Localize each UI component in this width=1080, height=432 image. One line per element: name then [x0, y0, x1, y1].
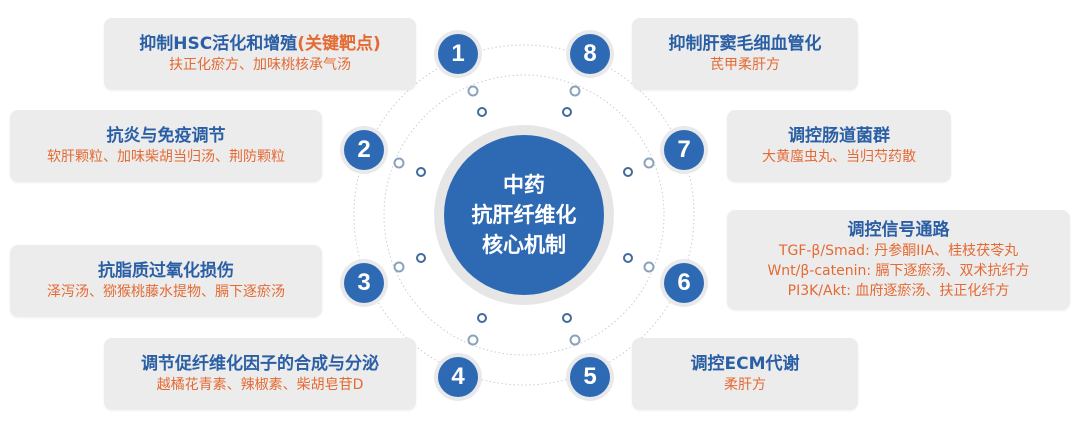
mechanism-card-7: 调控肠道菌群 大黄䗪虫丸、当归芍药散	[727, 110, 951, 182]
center-line-2: 抗肝纤维化	[471, 203, 577, 227]
mechanism-herbs: 软肝颗粒、加味柴胡当归汤、荆防颗粒	[47, 149, 285, 165]
badge-2: 2	[340, 126, 388, 174]
mechanism-card-1: 抑制HSC活化和增殖(关键靶点) 扶正化瘀方、加味桃核承气汤	[104, 18, 416, 90]
badge-number: 4	[438, 357, 478, 397]
mechanism-title: 调控ECM代谢	[690, 354, 800, 374]
badge-number: 3	[344, 263, 384, 303]
mechanism-herbs-wnt: Wnt/β-catenin: 膈下逐瘀汤、双术抗纤方	[767, 263, 1030, 279]
badge-4: 4	[434, 353, 482, 401]
inner-orbit	[383, 74, 665, 356]
center-line-1: 中药	[503, 173, 545, 197]
badge-3: 3	[340, 259, 388, 307]
mechanism-card-2: 抗炎与免疫调节 软肝颗粒、加味柴胡当归汤、荆防颗粒	[10, 110, 322, 182]
inner-ring-dots	[416, 107, 633, 323]
mechanism-herbs: 柔肝方	[724, 377, 766, 393]
mechanism-card-3: 抗脂质过氧化损伤 泽泻汤、猕猴桃藤水提物、膈下逐瘀汤	[10, 245, 322, 317]
mechanism-herbs: 芪甲柔肝方	[710, 57, 780, 73]
mechanism-title: 抑制HSC活化和增殖(关键靶点)	[139, 33, 381, 55]
badge-7: 7	[660, 126, 708, 174]
mechanism-card-8: 抑制肝窦毛细血管化 芪甲柔肝方	[632, 18, 858, 90]
mechanism-card-5: 调控ECM代谢 柔肝方	[632, 338, 858, 410]
center-line-3: 核心机制	[482, 233, 566, 257]
badge-number: 5	[570, 357, 610, 397]
mechanism-herbs-pi3k: PI3K/Akt: 血府逐瘀汤、扶正化纤方	[787, 283, 1010, 299]
badge-number: 7	[664, 130, 704, 170]
title-main: 抑制HSC活化和增殖	[139, 34, 298, 54]
outer-orbit	[353, 44, 695, 386]
mechanism-herbs: 越橘花青素、辣椒素、柴胡皂苷D	[156, 377, 364, 393]
mechanism-title: 抗炎与免疫调节	[106, 126, 226, 146]
mechanism-title: 调控肠道菌群	[788, 126, 890, 146]
center-hub: 中药 抗肝纤维化 核心机制	[434, 125, 614, 305]
mechanism-card-6: 调控信号通路 TGF-β/Smad: 丹参酮IIA、桂枝茯苓丸 Wnt/β-ca…	[727, 210, 1070, 310]
badge-6: 6	[660, 259, 708, 307]
badge-1: 1	[434, 30, 482, 78]
badge-number: 1	[438, 34, 478, 74]
mechanism-title: 调控信号通路	[847, 220, 950, 240]
mechanism-title: 调节促纤维化因子的合成与分泌	[141, 354, 379, 374]
mechanism-herbs: 泽泻汤、猕猴桃藤水提物、膈下逐瘀汤	[47, 284, 285, 300]
badge-number: 2	[344, 130, 384, 170]
mechanism-herbs: 扶正化瘀方、加味桃核承气汤	[169, 57, 351, 73]
mechanism-herbs: 大黄䗪虫丸、当归芍药散	[762, 149, 916, 165]
mechanism-card-4: 调节促纤维化因子的合成与分泌 越橘花青素、辣椒素、柴胡皂苷D	[104, 338, 416, 410]
mechanism-herbs-tgf: TGF-β/Smad: 丹参酮IIA、桂枝茯苓丸	[778, 243, 1019, 259]
mechanism-title: 抑制肝窦毛细血管化	[668, 34, 822, 54]
badge-number: 8	[570, 34, 610, 74]
badge-8: 8	[566, 30, 614, 78]
center-core: 中药 抗肝纤维化 核心机制	[444, 135, 604, 295]
badge-5: 5	[566, 353, 614, 401]
title-highlight: (关键靶点)	[297, 34, 381, 54]
outer-ring-dots	[393, 85, 655, 346]
mechanism-title: 抗脂质过氧化损伤	[98, 261, 234, 281]
badge-number: 6	[664, 263, 704, 303]
